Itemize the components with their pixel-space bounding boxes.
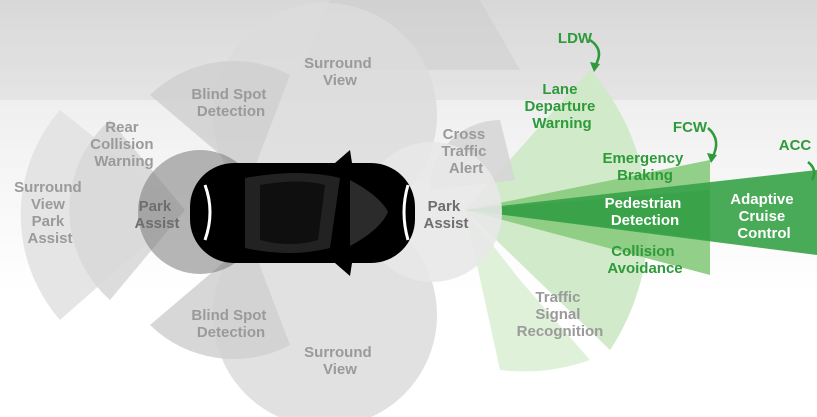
- label-emergency-braking: Emergency Braking: [602, 150, 687, 184]
- label-cross-traffic: Cross Traffic Alert: [441, 126, 490, 177]
- label-collision-avoidance: Collision Avoidance: [607, 243, 682, 277]
- label-surround-view-bottom: Surround View: [304, 344, 376, 378]
- label-surround-view-park-assist: Surround View Park Assist: [14, 179, 86, 247]
- label-park-assist-front: Park Assist: [423, 198, 468, 232]
- label-lane-departure: Lane Departure Warning: [524, 81, 599, 132]
- label-adaptive-cruise: Adaptive Cruise Control: [730, 191, 798, 242]
- adaptive-cruise-zone: [465, 170, 817, 255]
- traffic-signal-zone: [465, 210, 590, 372]
- ldw-arrowhead-icon: [590, 62, 600, 72]
- callout-fcw: FCW: [673, 119, 708, 136]
- fcw-arrowhead-icon: [707, 153, 717, 163]
- label-park-assist-rear: Park Assist: [134, 198, 179, 232]
- callout-ldw: LDW: [558, 30, 593, 47]
- rear-collision-zone: [69, 120, 185, 300]
- label-blind-spot-top: Blind Spot Detection: [191, 86, 270, 120]
- label-rear-collision: Rear Collision Warning: [90, 119, 158, 170]
- label-surround-view-top: Surround View: [304, 55, 376, 89]
- label-traffic-signal: Traffic Signal Recognition: [517, 289, 604, 340]
- blind-spot-bottom-zone: [150, 240, 290, 360]
- callout-acc: ACC: [779, 137, 812, 154]
- blind-spot-top-zone: [150, 60, 290, 181]
- acc-arrow-icon: [807, 161, 816, 181]
- car-icon: [190, 150, 415, 276]
- label-pedestrian-detection: Pedestrian Detection: [605, 195, 686, 229]
- label-blind-spot-bottom: Blind Spot Detection: [191, 307, 270, 341]
